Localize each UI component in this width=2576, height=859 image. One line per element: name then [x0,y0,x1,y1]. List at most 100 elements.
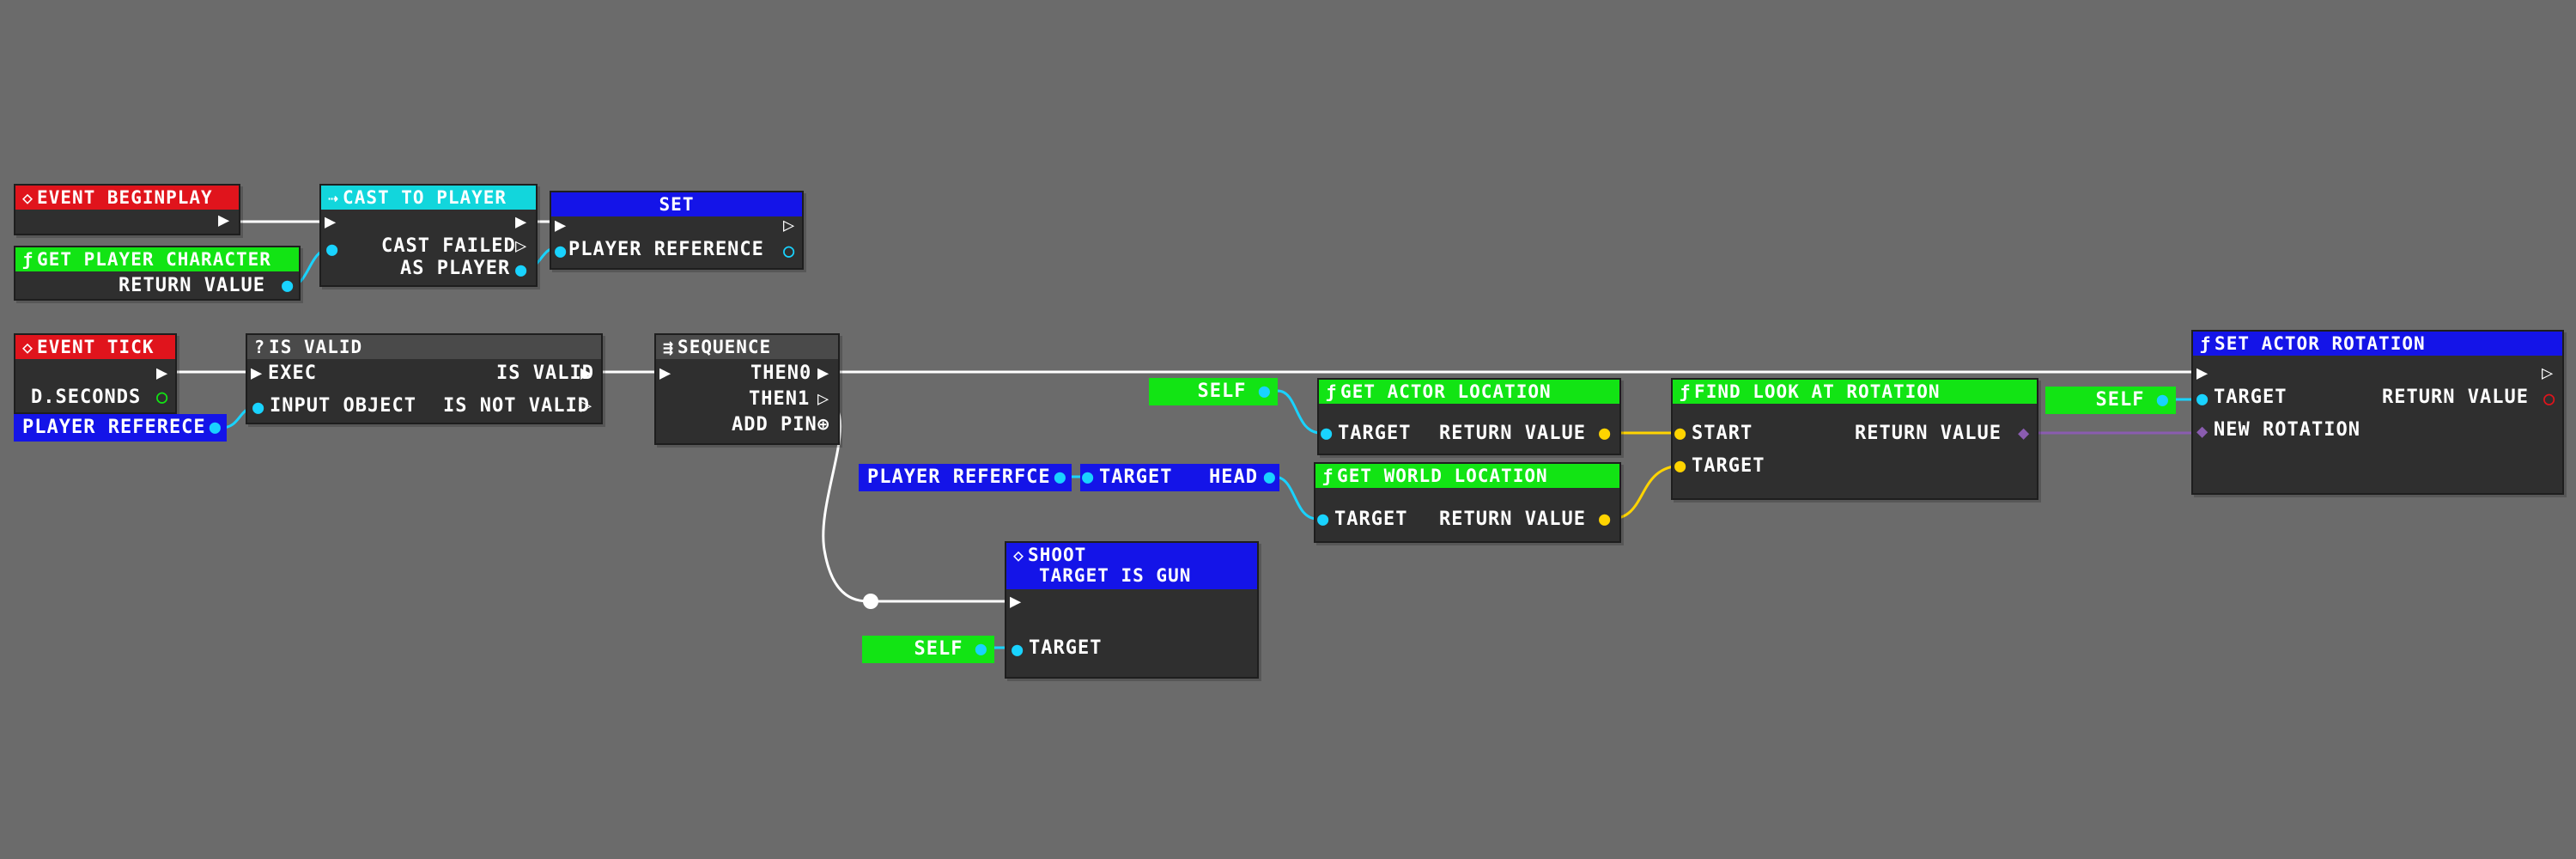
input-object-label: INPUT OBJECT [270,395,416,417]
shoot-subtitle: TARGET IS GUN [1039,565,1192,586]
set-node[interactable]: SET ▶ ▷ ● PLAYER REFERENCE ○ [550,191,804,270]
return-value-label: RETURN VALUE [1855,423,2002,444]
vector-wire-worldlocation-target [1610,464,1684,521]
object-in-pin-icon[interactable]: ● [2196,388,2209,410]
cast-failed-label: CAST FAILED [381,235,516,257]
as-player-label: AS PLAYER [400,258,511,279]
is-valid-header: ?IS VALID [247,335,601,359]
vector-in-pin-icon[interactable]: ● [1674,455,1687,477]
object-out-pin-icon[interactable]: ● [2156,389,2169,411]
rotator-out-pin-icon[interactable]: ◆ [2018,423,2031,444]
object-out-pin-icon[interactable]: ● [282,275,295,296]
player-reference-label: PLAYER REFERENCE [568,239,764,260]
vector-in-pin-icon[interactable]: ● [1674,423,1687,444]
exec-in-pin-icon[interactable]: ▶ [555,215,568,236]
function-icon: ƒ [1680,381,1692,402]
object-out-pin-icon[interactable]: ● [1054,466,1066,488]
is-valid-node[interactable]: ?IS VALID ▶ EXEC IS VALID ▶ ● INPUT OBJE… [246,333,603,424]
sequence-node[interactable]: ⇶SEQUENCE ▶ THEN0 ▶ THEN1 ▷ ADD PIN ⊕ [654,333,840,445]
object-in-pin-icon[interactable]: ● [326,239,339,260]
self-shoot-variable[interactable]: SELF ● [862,636,994,663]
exec-out-pin-icon[interactable]: ▶ [515,211,528,233]
cast-to-player-node[interactable]: ⇢CAST TO PLAYER ▶ ▶ ● CAST FAILED ▷ AS P… [319,184,538,287]
exec-label: EXEC [268,362,317,384]
event-diamond-icon: ◇ [1013,545,1025,565]
object-out-pin-icon[interactable]: ● [975,638,987,660]
head-label: HEAD [1209,466,1258,488]
exec-out-pin-icon[interactable]: ▷ [783,215,796,236]
return-value-label: RETURN VALUE [118,275,265,296]
target-label: TARGET [1338,423,1412,444]
target-label: TARGET [1099,466,1173,488]
exec-out-pin-icon[interactable]: ▷ [515,235,528,257]
exec-wire-then1-shoot [822,397,1013,603]
cast-arrow-icon: ⇢ [328,187,340,208]
return-value-label: RETURN VALUE [1439,509,1586,530]
self-actor-location-variable[interactable]: SELF ● [1149,378,1278,405]
event-beginplay-header: ◇EVENT BEGINPLAY [15,186,239,210]
vector-out-pin-icon[interactable]: ● [1599,423,1612,444]
object-in-pin-icon[interactable]: ● [1082,466,1095,488]
object-in-pin-icon[interactable]: ● [1321,423,1334,444]
event-tick-node[interactable]: ◇EVENT TICK ▶ D.SECONDS ○ [14,333,177,414]
shoot-node[interactable]: ◇SHOOT TARGET IS GUN ▶ ● TARGET [1005,541,1259,679]
new-rotation-label: NEW ROTATION [2214,419,2360,441]
float-out-pin-icon[interactable]: ○ [156,387,169,408]
exec-in-pin-icon[interactable]: ▶ [325,211,337,233]
object-out-pin-icon[interactable]: ● [1258,381,1271,402]
exec-in-pin-icon[interactable]: ▶ [1010,591,1023,612]
player-reference-head-variable[interactable]: PLAYER REFERFCE ● [859,464,1072,491]
start-label: START [1692,423,1753,444]
delta-seconds-label: D.SECONDS [31,387,142,408]
bool-out-pin-icon[interactable]: ○ [2543,388,2556,410]
target-head-node[interactable]: ● TARGET HEAD ● [1080,464,1279,491]
object-out-pin-icon[interactable]: ○ [783,241,796,262]
shoot-header: ◇SHOOT TARGET IS GUN [1006,543,1257,589]
exec-in-pin-icon[interactable]: ▶ [659,362,672,384]
exec-out-pin-icon[interactable]: ▷ [817,388,830,410]
object-in-pin-icon[interactable]: ● [555,241,568,262]
target-label: TARGET [2214,387,2287,408]
reroute-node[interactable] [863,594,878,609]
add-pin-icon[interactable]: ⊕ [817,414,830,436]
function-icon: ƒ [1322,466,1334,486]
question-icon: ? [254,337,266,357]
function-icon: ƒ [1326,381,1338,402]
object-in-pin-icon[interactable]: ● [1012,639,1024,661]
exec-out-pin-icon[interactable]: ▶ [218,210,231,231]
self-rotation-variable[interactable]: SELF ● [2045,387,2176,414]
object-in-pin-icon[interactable]: ● [252,397,265,418]
event-diamond-icon: ◇ [22,187,34,208]
exec-out-pin-icon[interactable]: ▶ [156,362,169,384]
exec-out-pin-icon[interactable]: ▷ [2542,362,2555,384]
player-reference-variable[interactable]: PLAYER REFERECE ● [14,414,227,442]
vector-out-pin-icon[interactable]: ● [1599,509,1612,530]
event-beginplay-node[interactable]: ◇EVENT BEGINPLAY ▶ [14,184,240,235]
set-node-header: SET [551,192,802,216]
target-label: TARGET [1029,637,1103,659]
rotator-in-pin-icon[interactable]: ◆ [2196,421,2209,442]
then0-label: THEN0 [750,362,812,384]
object-out-pin-icon[interactable]: ● [209,417,222,438]
exec-in-pin-icon[interactable]: ▶ [251,362,264,384]
return-value-label: RETURN VALUE [1439,423,1586,444]
exec-out-pin-icon[interactable]: ▶ [580,362,593,384]
add-pin-label[interactable]: ADD PIN [732,414,817,436]
object-wire-self-actorlocation [1277,389,1321,435]
object-out-pin-icon[interactable]: ● [1263,466,1276,488]
exec-in-pin-icon[interactable]: ▶ [2196,362,2209,384]
object-in-pin-icon[interactable]: ● [1317,509,1330,530]
function-icon: ƒ [2200,333,2212,354]
exec-out-pin-icon[interactable]: ▶ [817,362,830,384]
exec-out-pin-icon[interactable]: ▷ [580,395,593,417]
object-out-pin-icon[interactable]: ● [515,259,528,281]
